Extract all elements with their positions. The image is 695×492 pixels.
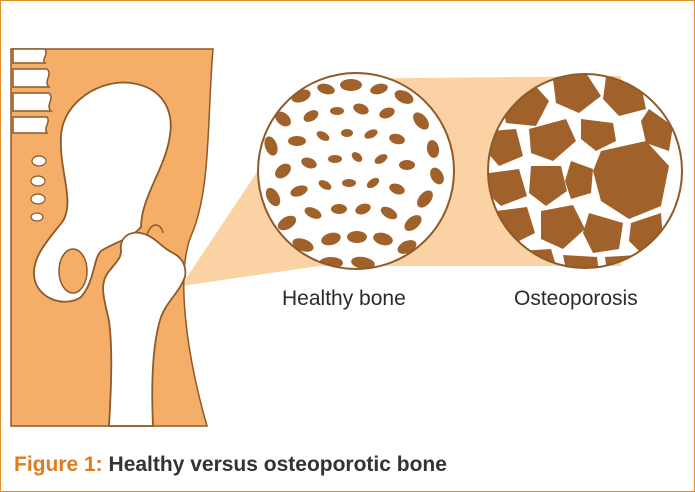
figure-number: Figure 1:	[14, 453, 103, 476]
healthy-bone-label: Healthy bone	[282, 287, 406, 311]
obturator-foramen	[59, 249, 87, 293]
caption-text: Healthy versus osteoporotic bone	[103, 453, 447, 476]
osteoporosis-label: Osteoporosis	[514, 287, 638, 311]
healthy-bone-circle	[258, 73, 454, 271]
figure-caption: Figure 1: Healthy versus osteoporotic bo…	[14, 453, 447, 477]
